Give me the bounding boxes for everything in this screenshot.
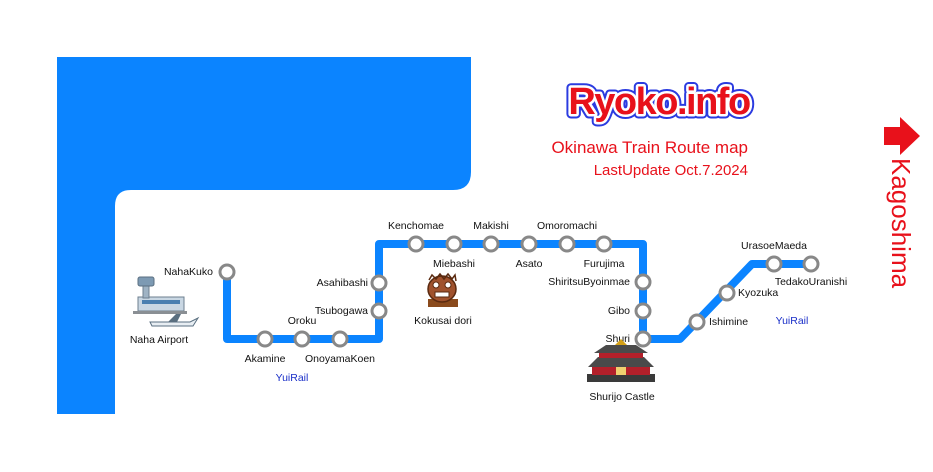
station-label-akamine[interactable]: Akamine [245, 353, 286, 365]
station-label-oroku[interactable]: Oroku [288, 315, 317, 327]
station-marker-shuri[interactable] [634, 330, 652, 348]
site-logo: Ryoko.info [568, 81, 750, 123]
map-title: Okinawa Train Route map [551, 138, 748, 157]
station-label-makishi[interactable]: Makishi [473, 220, 509, 232]
landmark-label-naha-airport: Naha Airport [130, 334, 188, 346]
station-marker-kyozuka[interactable] [718, 284, 736, 302]
landmark-label-shurijo-castle: Shurijo Castle [589, 391, 655, 403]
station-marker-makishi[interactable] [482, 235, 500, 253]
rail-line-label: YuiRail [776, 315, 809, 327]
station-label-furujima[interactable]: Furujima [584, 258, 625, 270]
station-marker-furujima[interactable] [595, 235, 613, 253]
station-marker-tsubogawa[interactable] [370, 302, 388, 320]
station-label-asahibashi[interactable]: Asahibashi [317, 277, 368, 289]
station-marker-akamine[interactable] [256, 330, 274, 348]
station-marker-urasoemaeda[interactable] [765, 255, 783, 273]
station-label-omoromachi[interactable]: Omoromachi [537, 220, 597, 232]
station-label-asato[interactable]: Asato [516, 258, 543, 270]
station-label-urasoemaeda[interactable]: UrasoeMaeda [741, 240, 807, 252]
arrow-right-icon [884, 117, 920, 155]
destination-label[interactable]: Kagoshima [886, 158, 916, 289]
station-label-onoyamakoen[interactable]: OnoyamaKoen [305, 353, 375, 365]
sea-area [57, 57, 471, 414]
station-label-kenchomae[interactable]: Kenchomae [388, 220, 444, 232]
station-label-nahakuko[interactable]: NahaKuko [164, 266, 213, 278]
station-label-shiritsubyoinmae[interactable]: ShiritsuByoinmae [548, 276, 630, 288]
landmark-label-kokusai-dori: Kokusai dori [414, 315, 472, 327]
last-update: LastUpdate Oct.7.2024 [594, 162, 748, 179]
station-marker-asahibashi[interactable] [370, 274, 388, 292]
station-marker-ishimine[interactable] [688, 313, 706, 331]
station-marker-shiritsubyoinmae[interactable] [634, 273, 652, 291]
station-marker-miebashi[interactable] [445, 235, 463, 253]
station-marker-nahakuko[interactable] [218, 263, 236, 281]
station-label-kyozuka[interactable]: Kyozuka [738, 287, 778, 299]
site-logo-outline: Ryoko.info [568, 81, 750, 123]
site-logo-inner-outline: Ryoko.info [568, 81, 750, 123]
station-marker-kenchomae[interactable] [407, 235, 425, 253]
station-label-tedakouranishi[interactable]: TedakoUranishi [775, 276, 847, 288]
station-marker-omoromachi[interactable] [558, 235, 576, 253]
castle-icon [587, 339, 655, 382]
shisa-icon [427, 272, 458, 307]
station-marker-onoyamakoen[interactable] [331, 330, 349, 348]
station-marker-oroku[interactable] [293, 330, 311, 348]
station-marker-tedakouranishi[interactable] [802, 255, 820, 273]
station-label-gibo[interactable]: Gibo [608, 305, 630, 317]
rail-line-label: YuiRail [276, 372, 309, 384]
airport-icon [133, 276, 200, 327]
station-marker-gibo[interactable] [634, 302, 652, 320]
station-label-miebashi[interactable]: Miebashi [433, 258, 475, 270]
station-marker-asato[interactable] [520, 235, 538, 253]
station-label-tsubogawa[interactable]: Tsubogawa [315, 305, 368, 317]
station-label-ishimine[interactable]: Ishimine [709, 316, 748, 328]
